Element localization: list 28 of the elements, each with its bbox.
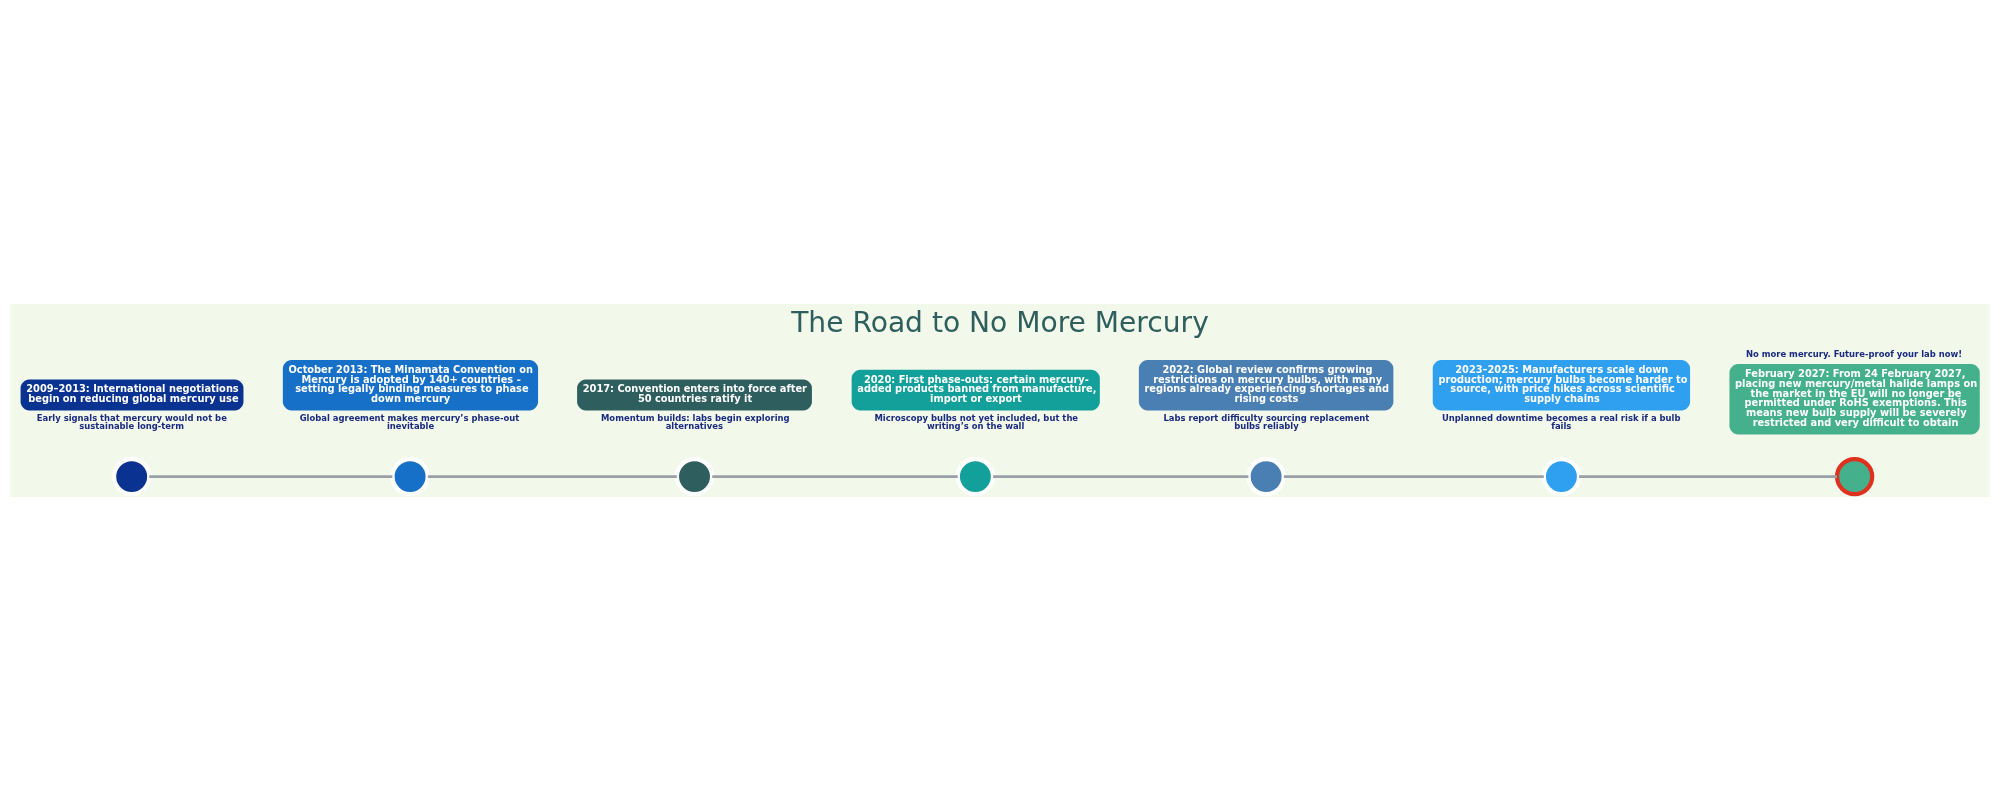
node-box: 2020: First phase-outs: certain mercury-added products banned from manufacture, import or export	[851, 369, 1100, 410]
node-circle	[674, 456, 715, 496]
connector	[149, 474, 393, 478]
node-circle	[955, 456, 996, 496]
connector	[427, 474, 677, 478]
node-label: No more mercury. Future-proof your lab now!	[1745, 348, 1963, 359]
node-label: Unplanned downtime becomes a real risk if a bulb fails	[1441, 412, 1681, 431]
node-box: 2017: Convention enters into force after 50 countries ratify it	[577, 379, 812, 410]
node-label: Momentum builds: labs begin exploring alternatives	[600, 412, 790, 431]
node-label: Labs report difficulty sourcing replacement bulbs reliably	[1163, 412, 1370, 431]
node-box: 2023–2025: Manufacturers scale down production; mercury bulbs become harder to source, with price hikes across scientific supply chains	[1432, 359, 1691, 410]
connector	[993, 474, 1249, 478]
node-circle	[390, 456, 430, 496]
node-label: Early signals that mercury would not be sustainable long-term	[36, 412, 227, 431]
node-circle	[1541, 456, 1582, 496]
node-circle	[1834, 456, 1875, 496]
node-box: 2022: Global review confirms growing restrictions on mercury bulbs, with many regions already experiencing shortages and rising costs	[1138, 359, 1394, 410]
node-box: February 2027: From 24 February 2027, placing new mercury/metal halide lamps on the market in the EU will no longer be permitted under RoHS exemptions. This means new bulb supply will be severely restricted and very difficult to obtain	[1729, 363, 1980, 434]
node-label: Global agreement makes mercury’s phase-out inevitable	[299, 412, 520, 431]
node-box: 2009–2013: International negotiations begin on reducing global mercury use	[20, 379, 244, 410]
connector	[712, 474, 958, 478]
connector	[1283, 474, 1544, 478]
node-box: October 2013: The Minamata Convention on Mercury is adopted by 140+ countries - setting legally binding measures to phase down mercury	[282, 359, 539, 410]
node-label: Microscopy bulbs not yet included, but the writing’s on the wall	[874, 412, 1079, 431]
diagram-title: The Road to No More Mercury	[791, 305, 1209, 339]
node-circle	[112, 456, 152, 496]
connector	[1579, 474, 1837, 478]
node-circle	[1246, 456, 1286, 496]
